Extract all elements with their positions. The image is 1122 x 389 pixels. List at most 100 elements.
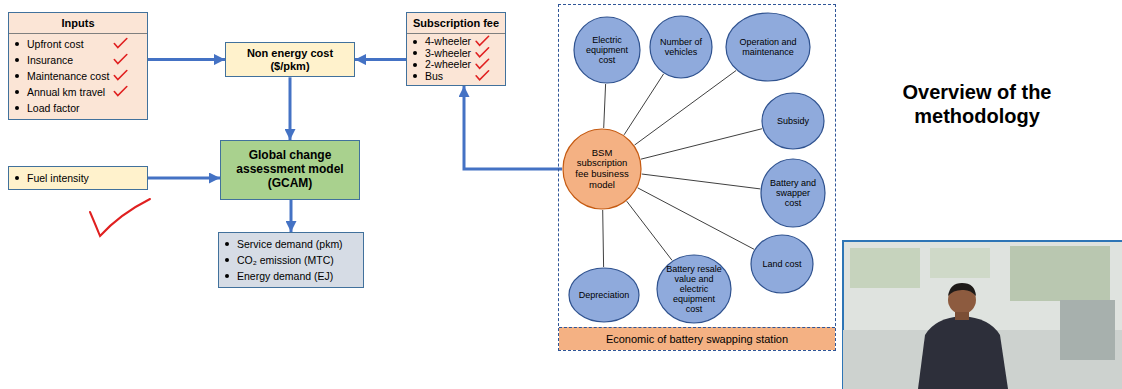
node-text: Depreciation <box>579 290 630 300</box>
node-text: Electric equipment cost <box>580 35 634 65</box>
webcam-furniture <box>1060 300 1115 360</box>
hand-tick <box>476 71 489 80</box>
circle-shape <box>650 16 712 78</box>
factor-circle: Operation and maintenance <box>725 12 811 82</box>
hand-tick <box>114 87 127 96</box>
circle-shape <box>762 93 824 149</box>
node-text: Service demand (pkm) <box>237 236 343 252</box>
node-text: CO₂ emission (MTC) <box>237 252 334 268</box>
bullet-row: 3-wheeler <box>413 48 499 60</box>
circle-shape <box>563 129 641 209</box>
bullet-row: 4-wheeler <box>413 36 499 48</box>
spoke-line <box>642 174 761 189</box>
webcam-window <box>930 248 990 278</box>
cost-box: Non energy cost ($/pkm) <box>225 42 355 77</box>
node-text: Battery resale value and electric equipm… <box>664 264 725 314</box>
bullet-dot <box>15 58 19 62</box>
presenter-body <box>918 316 1008 389</box>
bullet-row: Maintenance cost <box>15 68 141 84</box>
hand-tick <box>476 48 489 57</box>
factor-circle: Subsidy <box>761 92 825 150</box>
bullet-row: 2-wheeler <box>413 59 499 71</box>
bullet-dot <box>413 51 417 55</box>
bullet-dot <box>15 176 19 180</box>
node-text: 4-wheeler <box>425 36 471 48</box>
fuel-box: Fuel intensity <box>8 166 148 190</box>
bullet-dot <box>225 258 229 262</box>
spoke-line <box>602 210 604 267</box>
node-text: Subsidy <box>777 116 809 126</box>
node-text: Operation and maintenance <box>734 37 803 57</box>
node-text: Subscription fee <box>413 17 499 29</box>
hand-check-mark <box>90 199 150 236</box>
circle-text: Depreciation <box>579 290 630 300</box>
bullet-dot <box>225 242 229 246</box>
box-heading: Subscription fee <box>407 16 505 34</box>
node-text: Insurance <box>27 52 73 68</box>
node-text: Upfront cost <box>27 36 84 52</box>
factor-circle: Electric equipment cost <box>573 16 641 84</box>
factor-circle: Depreciation <box>568 267 640 323</box>
webcam-window <box>850 248 920 288</box>
circle-shape <box>761 159 825 227</box>
node-text: Battery and swapper cost <box>767 178 820 208</box>
bullet-dot <box>15 106 19 110</box>
node-text: 3-wheeler <box>425 48 471 60</box>
fee-box: Subscription fee 4-wheeler3-wheeler2-whee… <box>406 12 506 86</box>
spoke-line <box>624 74 664 135</box>
bullet-row: CO₂ emission (MTC) <box>225 252 357 268</box>
hand-tick <box>114 71 127 80</box>
station-band: Economic of battery swapping station <box>559 327 835 350</box>
factor-circle: Number of vehicles <box>649 15 713 79</box>
node-text: Number of vehicles <box>656 37 707 57</box>
input-box: InputsUpfront costInsuranceMaintenance c… <box>8 12 148 120</box>
bullet-row: Bus <box>413 71 499 83</box>
bullet-row: Insurance <box>15 52 141 68</box>
node-text: Economic of battery swapping station <box>606 333 788 345</box>
webcam-frame <box>843 241 1122 389</box>
circle-text: Battery and swapper cost <box>767 178 820 208</box>
bullet-dot <box>15 42 19 46</box>
flow-arrow <box>148 177 220 180</box>
node-text: Load factor <box>27 100 80 116</box>
model-box: Global change assessment model (GCAM) <box>220 140 360 200</box>
circle-shape <box>726 13 810 81</box>
flow-arrow <box>289 77 292 140</box>
bullet-row: Upfront cost <box>15 36 141 52</box>
spoke-line <box>635 71 737 146</box>
node-text: Annual km travel <box>27 84 105 100</box>
circle-shape <box>657 255 731 323</box>
node-text: Land cost <box>762 259 801 269</box>
node-text: 2-wheeler <box>425 59 471 71</box>
bullet-dot <box>225 274 229 278</box>
node-text: Fuel intensity <box>27 170 89 186</box>
spoke-line <box>627 201 672 260</box>
slide-title: Overview of the methodology <box>862 80 1092 128</box>
circle-shape <box>569 268 639 322</box>
presenter-hair <box>948 283 976 296</box>
spoke-line <box>604 84 606 128</box>
box-heading: Inputs <box>9 16 147 34</box>
hand-tick <box>114 39 127 48</box>
factor-circle: Battery resale value and electric equipm… <box>656 254 732 324</box>
circle-text: Subsidy <box>777 116 809 126</box>
flow-arrow <box>290 200 293 232</box>
bullet-dot <box>15 90 19 94</box>
hand-tick <box>476 36 489 45</box>
circle-text: Operation and maintenance <box>734 37 803 57</box>
node-text: Global change assessment model (GCAM) <box>227 149 353 190</box>
circle-text: Land cost <box>762 259 801 269</box>
circle-text: BSM subscription fee business model <box>570 148 634 191</box>
flow-arrow <box>148 58 225 61</box>
bullet-row: Energy demand (EJ) <box>225 268 357 284</box>
factor-circle: Battery and swapper cost <box>760 158 826 228</box>
output-box: Service demand (pkm)CO₂ emission (MTC)En… <box>218 232 364 288</box>
bullet-dot <box>413 40 417 44</box>
bullet-row: Fuel intensity <box>15 170 141 186</box>
flow-arrow <box>355 58 406 61</box>
spoke-line <box>638 188 755 250</box>
factor-circle: Land cost <box>750 234 814 294</box>
circle-text: Battery resale value and electric equipm… <box>664 264 725 314</box>
hand-tick <box>476 59 489 68</box>
presenter-neck <box>955 312 969 320</box>
